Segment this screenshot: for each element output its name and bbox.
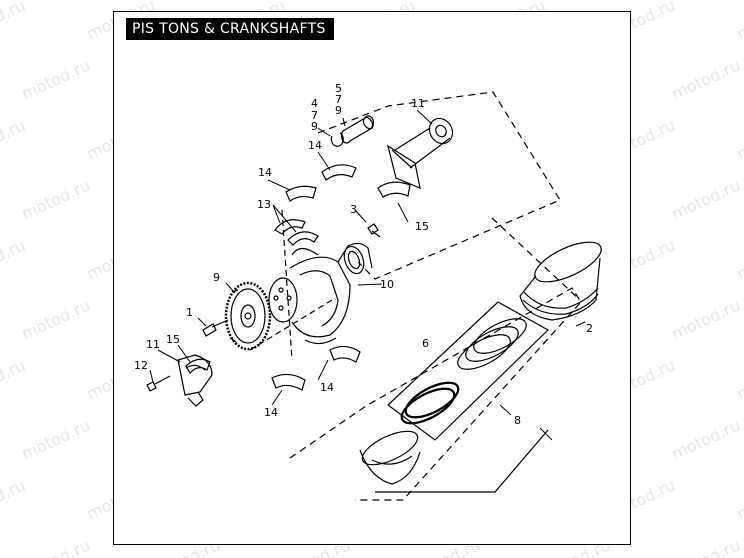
callout-9-pin: 9 [335, 104, 342, 117]
callout-13: 13 [257, 198, 271, 211]
diagram-title: PIS TONS & CRANKSHAFTS [126, 18, 334, 40]
leader-lines [149, 109, 586, 441]
thrust-washer-b [287, 231, 319, 246]
callout-9-gear: 9 [213, 271, 220, 284]
callout-4: 4 [311, 97, 318, 110]
callout-10: 10 [380, 278, 394, 291]
piston-rings-lower-bold [400, 381, 460, 425]
centerline-crank [249, 299, 333, 351]
connecting-rod [387, 117, 454, 189]
callout-3: 3 [350, 203, 357, 216]
main-bearing-shell-upper-left [285, 185, 317, 202]
callout-14-top-right: 14 [308, 139, 322, 152]
callout-15-rod: 15 [415, 220, 429, 233]
piston [519, 241, 602, 321]
callout-1: 1 [186, 306, 193, 319]
diagram-frame: PIS TONS & CRANKSHAFTS [113, 11, 631, 545]
callout-6: 6 [422, 337, 429, 350]
callout-9-clip: 9 [311, 120, 318, 133]
crankshaft-assembly [268, 242, 373, 345]
callout-5: 5 [335, 82, 342, 95]
callout-14-bottom-right: 14 [320, 381, 334, 394]
piston-front [359, 430, 421, 485]
piston-pin [340, 115, 375, 144]
callout-14-top-left: 14 [258, 166, 272, 179]
callout-12: 12 [134, 359, 148, 372]
thrust-washer-a [274, 219, 306, 235]
group-outline-piston-assembly [289, 217, 582, 501]
cap-bolt [146, 375, 171, 392]
bearing-cap-assembly [177, 354, 213, 407]
callout-8: 8 [514, 414, 521, 427]
pin-retaining-clip [330, 132, 344, 147]
bearing-cap-insert [185, 358, 211, 375]
callout-labels: 1 2 3 4 5 6 7 7 8 9 9 9 10 11 11 12 13 1… [134, 82, 593, 427]
callout-7-pin: 7 [335, 93, 342, 106]
bracket-7 [375, 429, 549, 493]
group-outline-connecting-rod [317, 91, 561, 280]
callout-11-cap: 11 [146, 338, 160, 351]
callout-11-rod: 11 [411, 97, 425, 110]
callout-15-cap: 15 [166, 333, 180, 346]
callout-2: 2 [586, 322, 593, 335]
crank-gear [224, 281, 272, 351]
main-bearing-shell-lower-right [329, 345, 361, 363]
centerline-bearing [281, 209, 293, 361]
main-bearing-shell-lower-left [271, 373, 306, 391]
main-bearing-shell-upper-right [321, 164, 357, 181]
gear-bolt [202, 319, 229, 337]
crank-sprocket [367, 223, 381, 238]
piston-rings-upper [457, 318, 527, 370]
rod-bearing-insert [377, 181, 411, 198]
callout-7-clip: 7 [311, 109, 318, 122]
callout-14-bottom-left: 14 [264, 406, 278, 419]
group-outline-rings [387, 301, 549, 441]
